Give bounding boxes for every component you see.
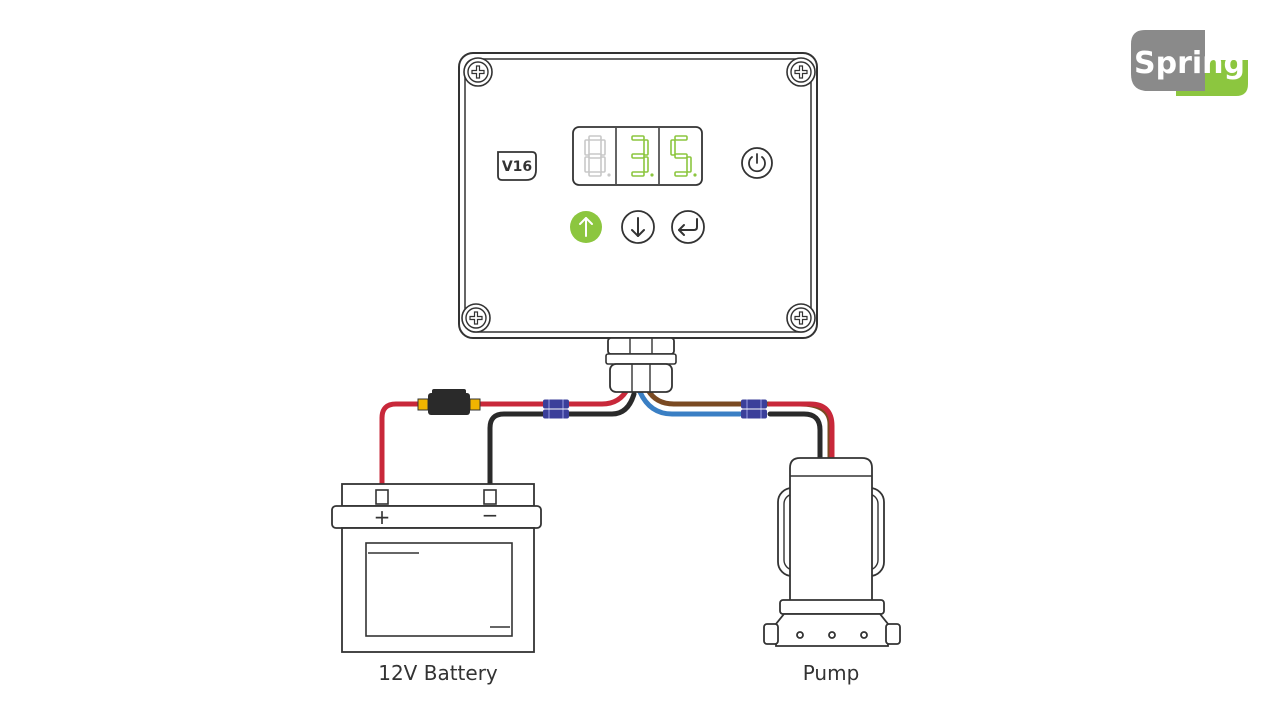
wire-red-battery — [379, 401, 423, 495]
wire-black-battery — [487, 391, 637, 495]
arrow-up-icon — [579, 217, 593, 237]
screw-icon-br — [786, 303, 816, 333]
segment-b — [600, 139, 606, 156]
segment-f — [584, 139, 590, 156]
battery: + − — [331, 483, 542, 653]
segment-c — [600, 156, 606, 173]
wire-black-pump — [767, 411, 823, 463]
segment-a — [588, 135, 602, 141]
power-button[interactable] — [741, 147, 773, 179]
enter-button[interactable] — [671, 210, 705, 244]
pump — [763, 457, 901, 647]
inline-fuse — [417, 389, 481, 415]
segment-b — [643, 139, 649, 156]
segment-d — [588, 171, 602, 177]
segment-c — [643, 156, 649, 173]
segment-a — [631, 135, 645, 141]
down-button[interactable] — [621, 210, 655, 244]
segment-g — [674, 153, 688, 159]
negative-symbol: − — [482, 503, 499, 527]
wire-blue — [637, 389, 743, 417]
battery-label: 12V Battery — [378, 661, 498, 685]
seven-segment-display — [572, 126, 703, 186]
battery-negative-terminal — [483, 489, 497, 505]
arrow-down-icon — [631, 217, 645, 237]
spring-logo: Spring — [1131, 30, 1248, 96]
segment-g — [588, 153, 602, 159]
wire-brown — [645, 387, 833, 463]
battery-positive-terminal — [375, 489, 389, 505]
model-badge: V16 — [497, 151, 537, 181]
up-button[interactable] — [570, 211, 602, 243]
segment-d — [674, 171, 688, 177]
segment-g — [631, 153, 645, 159]
wire-red-pump — [767, 401, 835, 463]
screw-icon-tr — [786, 57, 816, 87]
enter-icon — [678, 218, 698, 236]
segment-c — [686, 156, 692, 173]
segment-d — [631, 171, 645, 177]
pump-label: Pump — [803, 661, 860, 685]
segment-e — [584, 156, 590, 173]
power-icon — [748, 153, 766, 173]
controller-box: V16 — [458, 52, 818, 339]
segment-f — [670, 139, 676, 156]
screw-icon-bl — [461, 303, 491, 333]
display-digit — [631, 135, 654, 177]
model-label: V16 — [502, 159, 532, 175]
display-digit — [670, 135, 697, 177]
decimal-point — [650, 173, 654, 177]
decimal-point — [607, 173, 611, 177]
decimal-point — [693, 173, 697, 177]
logo-text: Spring — [1134, 46, 1245, 81]
wires — [379, 385, 835, 495]
display-digit — [584, 135, 611, 177]
positive-symbol: + — [374, 505, 391, 529]
cable-gland — [605, 337, 677, 393]
screw-icon-tl — [463, 57, 493, 87]
segment-a — [674, 135, 688, 141]
